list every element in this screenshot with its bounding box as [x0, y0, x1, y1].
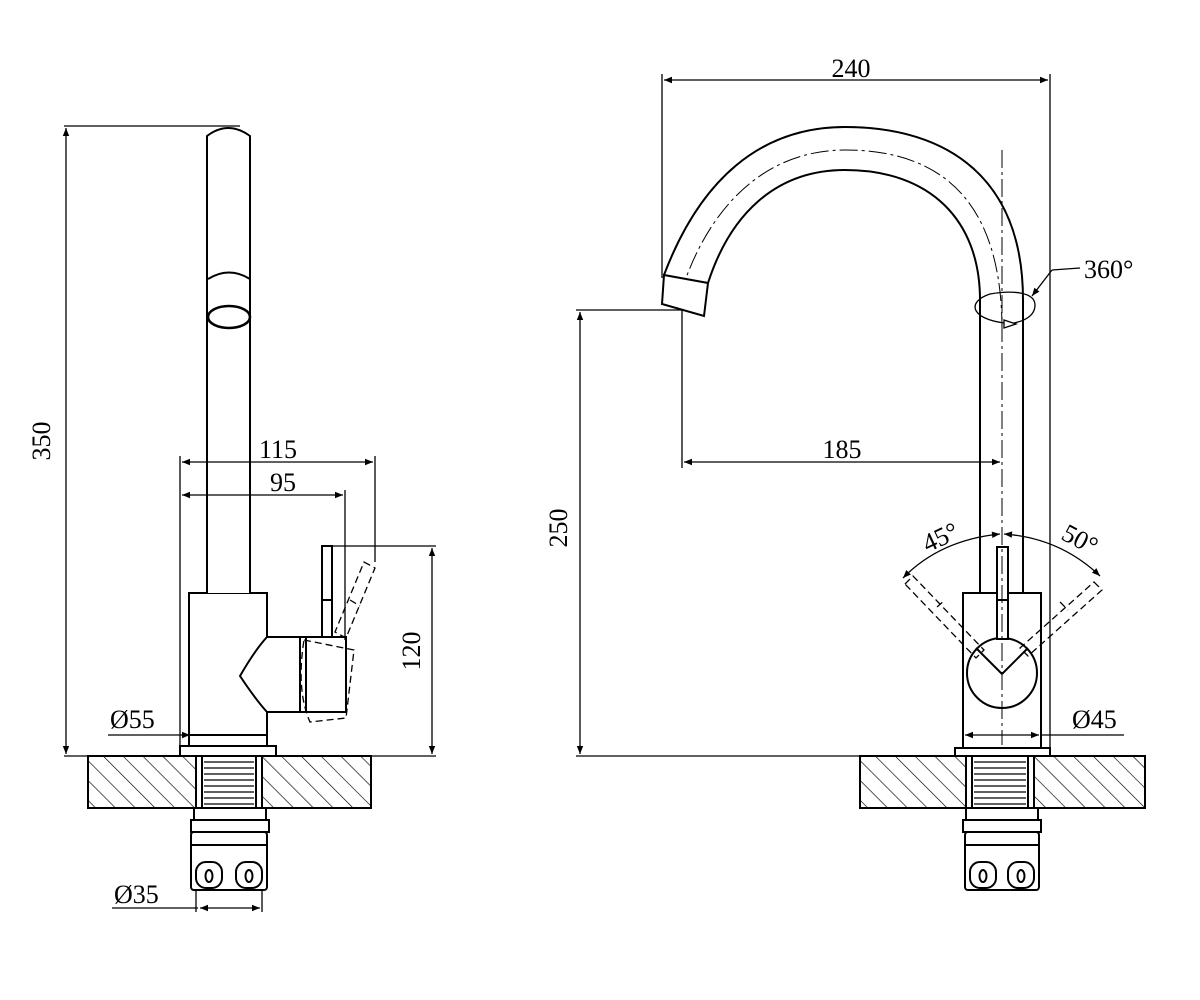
- dim-side-handle-height: 120: [276, 545, 436, 757]
- dim-side-body-diameter: Ø55: [108, 705, 190, 739]
- front-shank: [962, 807, 1042, 891]
- dim-front-spout-height: 250: [544, 309, 955, 757]
- dim-side-height: 350: [27, 125, 240, 757]
- side-base-plate: [179, 745, 277, 757]
- dim-label-120: 120: [397, 632, 426, 671]
- dim-front-spout-width: 240: [661, 54, 1051, 756]
- dim-side-width-outer: 115: [179, 435, 376, 746]
- dim-label-360: 360°: [1084, 255, 1133, 284]
- front-handle-tilted: [904, 575, 1103, 659]
- side-view: 350 115 95 120 Ø55: [27, 125, 436, 912]
- dim-front-spout-reach: 185: [681, 310, 1000, 468]
- dim-side-shank-diameter: Ø35: [112, 880, 263, 912]
- side-spout-tube: [206, 127, 251, 593]
- dim-label-240: 240: [832, 54, 871, 83]
- side-handle-lever: [321, 545, 333, 638]
- front-countertop: [859, 755, 1146, 809]
- dim-label-95: 95: [270, 468, 296, 497]
- dim-label-50deg: 50°: [1057, 518, 1103, 561]
- dim-front-body-diameter: Ø45: [965, 705, 1124, 739]
- dim-side-width-inner: 95: [182, 468, 346, 640]
- side-shank: [190, 807, 270, 891]
- dim-label-d55: Ø55: [110, 705, 155, 734]
- dim-label-d45: Ø45: [1072, 705, 1117, 734]
- dim-label-350: 350: [27, 422, 56, 461]
- dim-label-45deg: 45°: [918, 516, 963, 558]
- side-countertop: [87, 755, 372, 809]
- front-base-plate: [954, 747, 1051, 757]
- side-cartridge: [238, 636, 301, 713]
- dim-label-185: 185: [823, 435, 862, 464]
- front-spout: [660, 125, 1024, 593]
- dim-label-115: 115: [259, 435, 297, 464]
- dim-label-250: 250: [544, 509, 573, 548]
- dim-label-d35: Ø35: [114, 880, 159, 909]
- front-view: 360° 240 185 250 45° 50°: [544, 54, 1146, 891]
- front-swivel-indicator: 360°: [974, 255, 1133, 329]
